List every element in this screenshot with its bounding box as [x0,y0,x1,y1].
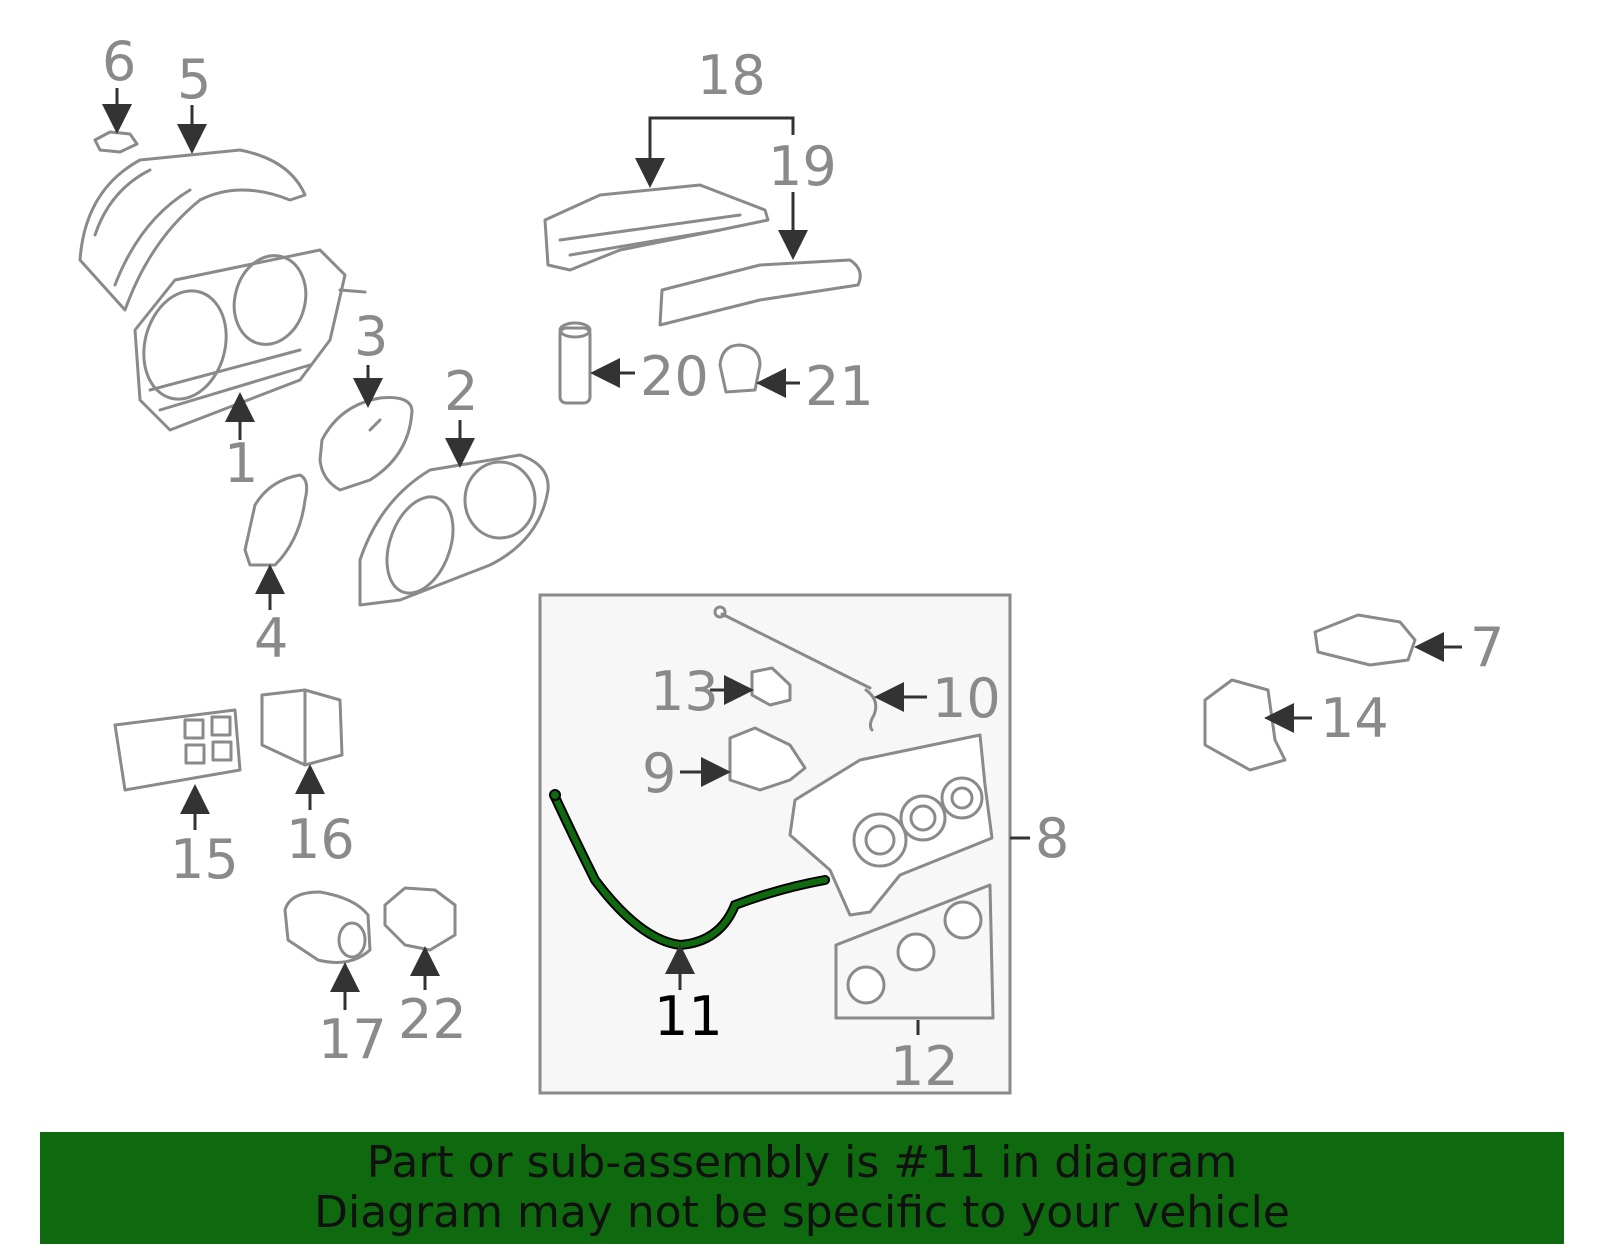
part-18-vent[interactable] [543,183,770,272]
callout-2: 2 [444,360,478,423]
part-17-ignition[interactable] [283,890,372,964]
callout-17: 17 [318,1008,387,1071]
callout-14: 14 [1320,687,1389,750]
callout-4: 4 [254,607,288,670]
callout-21: 21 [805,355,874,418]
info-banner: Part or sub-assembly is #11 in diagram D… [40,1132,1564,1244]
part-3-gauge[interactable] [318,396,414,492]
part-4-gauge[interactable] [243,473,309,567]
part-22-switch[interactable] [383,886,457,952]
part-2-bezel[interactable] [358,453,550,607]
callout-11: 11 [654,985,723,1048]
callout-18: 18 [697,44,766,107]
callout-1: 1 [224,432,258,495]
part-14-bracket[interactable] [1203,678,1287,772]
callout-8: 8 [1035,807,1069,870]
banner-line-1: Part or sub-assembly is #11 in diagram [366,1137,1238,1188]
callout-10: 10 [932,667,1001,730]
part-9-actuator[interactable] [728,726,807,792]
part-8-control-head[interactable] [788,733,994,917]
part-7-bracket[interactable] [1313,613,1417,667]
part-5-cluster-hood[interactable] [78,148,307,312]
banner-line-2: Diagram may not be specific to your vehi… [314,1187,1290,1238]
callout-13: 13 [650,660,719,723]
callout-3: 3 [354,305,388,368]
callout-12: 12 [890,1035,959,1098]
callout-19: 19 [768,135,837,198]
part-12-knobs[interactable] [834,883,995,1020]
callout-9: 9 [642,742,676,805]
callout-15: 15 [170,828,239,891]
callout-5: 5 [177,48,211,111]
part-16-switch[interactable] [260,688,344,767]
callout-20: 20 [640,345,709,408]
part-19-trim[interactable] [658,258,862,327]
part-10-rod[interactable] [713,605,878,732]
callout-6: 6 [102,30,136,93]
part-21-plug[interactable] [718,343,762,394]
part-20-switch[interactable] [558,321,592,405]
callout-labels: 6 5 18 19 3 2 20 21 1 4 7 13 10 14 9 8 1… [102,30,1504,1098]
callout-16: 16 [286,808,355,871]
callout-7: 7 [1470,616,1504,679]
part-15-switch-panel[interactable] [113,708,242,792]
part-1-instrument-cluster[interactable] [132,247,367,432]
part-6-clip[interactable] [93,130,139,154]
callout-22: 22 [398,988,467,1051]
leader-lines [102,88,1462,1035]
